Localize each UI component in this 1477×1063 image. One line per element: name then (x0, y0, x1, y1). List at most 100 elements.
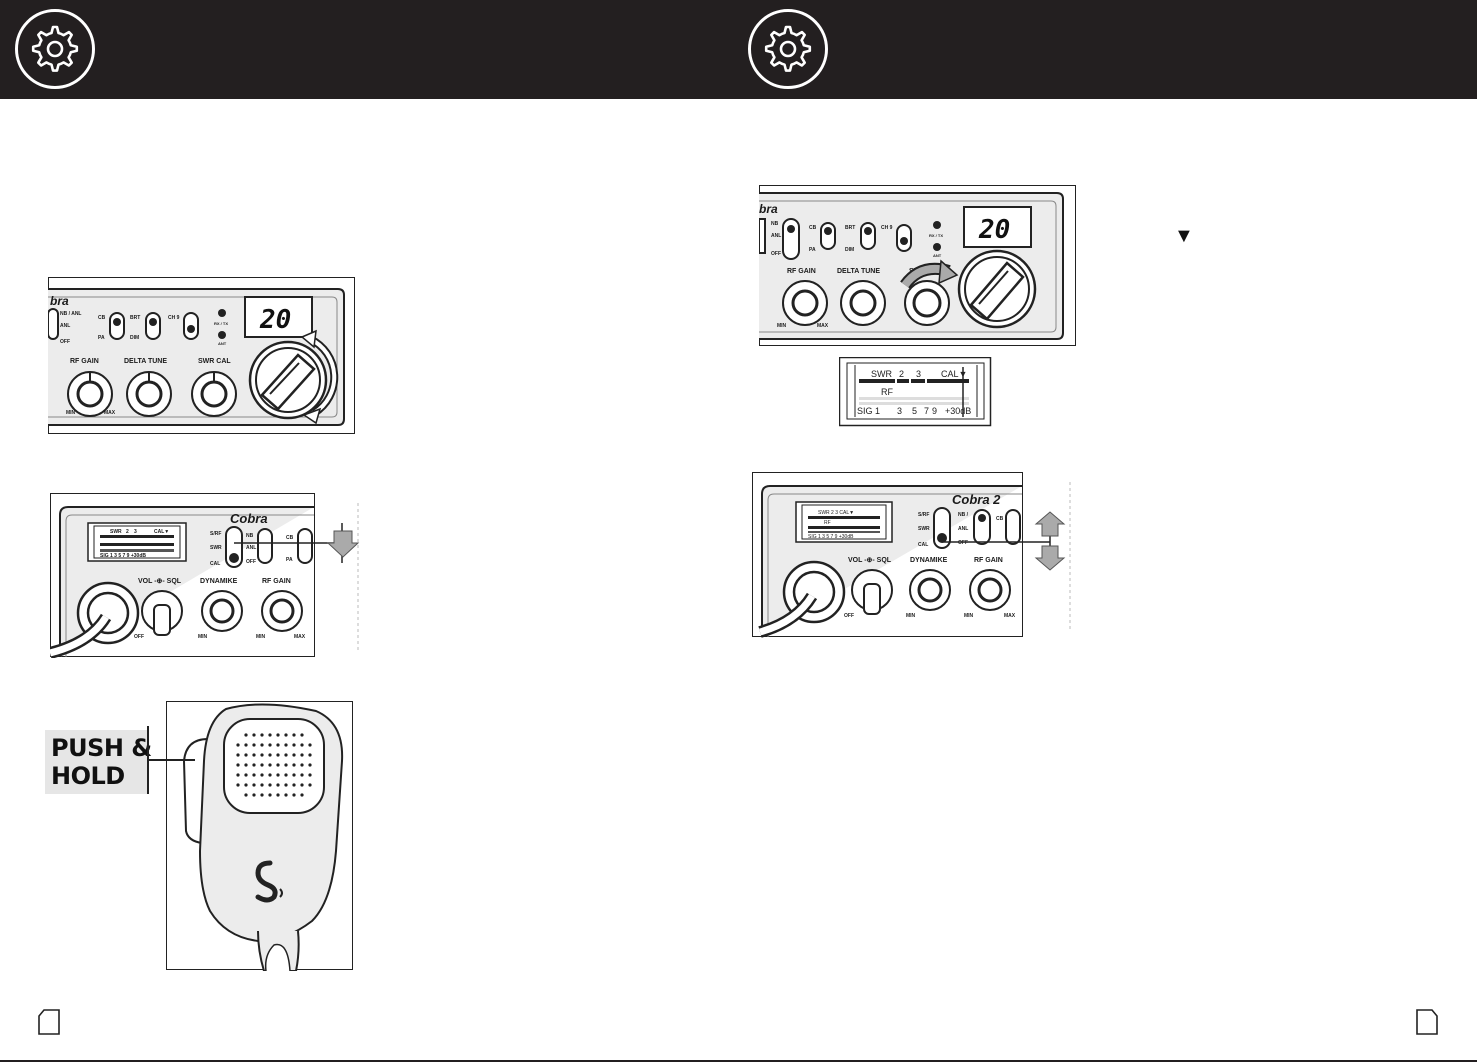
label-rf-gain-2: RF GAIN (262, 578, 291, 585)
rf-gain-knob-2[interactable] (261, 590, 303, 632)
brand-logo: Cobra (230, 511, 268, 526)
svg-text:MIN: MIN (964, 613, 974, 619)
svg-text:RF: RF (824, 520, 831, 526)
svg-text:ANT: ANT (933, 253, 942, 258)
meter-label-sig3: 3 (897, 406, 902, 416)
svg-text:NB /: NB / (958, 512, 969, 518)
header-bar-right (738, 0, 1477, 99)
meter-label-sig9: 9 (932, 406, 937, 416)
rf-gain-knob[interactable] (67, 371, 113, 417)
svg-text:OFF: OFF (844, 613, 854, 619)
header-bar-left (0, 0, 738, 99)
svg-text:MIN: MIN (906, 613, 916, 619)
svg-text:Cobra 2: Cobra 2 (952, 492, 1001, 507)
svg-text:VOL -⊕- SQL: VOL -⊕- SQL (848, 557, 892, 564)
svg-text:MIN: MIN (777, 323, 787, 329)
label-max: MAX (104, 410, 116, 416)
svg-text:OFF: OFF (246, 559, 256, 565)
svg-text:OFF: OFF (134, 634, 144, 640)
meter-label-2: 2 (899, 369, 904, 379)
swr-cal-knob[interactable] (191, 371, 237, 417)
vol-sql-knob[interactable] (141, 590, 183, 636)
svg-text:CAL: CAL (918, 542, 928, 548)
meter-label-rf: RF (881, 387, 893, 397)
label-anl: ANL (60, 323, 70, 329)
swr-cal-knob-2[interactable] (904, 280, 950, 326)
dynamike-knob[interactable] (201, 590, 243, 632)
label-vol-sql: VOL -⊕- SQL (138, 578, 182, 585)
svg-text:SWR 2 3 CAL▼: SWR 2 3 CAL▼ (818, 510, 854, 516)
label-s-rf: S/RF (210, 531, 221, 537)
gear-icon-graphic (764, 25, 812, 72)
svg-text:CH 9: CH 9 (881, 225, 893, 231)
triangle-marker: ▼ (1174, 225, 1194, 247)
svg-text:CAL▼: CAL▼ (154, 529, 169, 535)
push-hold-callout: PUSH & HOLD (45, 730, 152, 794)
down-arrow-icon[interactable] (326, 530, 360, 558)
figure-swr-cal-knob: bra NB ANL OFF CB PA BRT DIM CH 9 RX / T… (759, 185, 1077, 347)
svg-text:DIM: DIM (845, 247, 854, 253)
channel-display: 20 (259, 305, 291, 335)
svg-text:ANL: ANL (958, 526, 968, 532)
gear-icon (15, 9, 95, 89)
bottom-rule (0, 1060, 1477, 1062)
meter-label-sig5: 5 (912, 406, 917, 416)
label-rf-gain: RF GAIN (70, 358, 99, 365)
svg-text:CB: CB (286, 535, 294, 541)
figure-microphone (166, 701, 354, 971)
svg-text:bra: bra (759, 202, 778, 216)
delta-tune-knob[interactable] (126, 371, 172, 417)
label-dynamike: DYNAMIKE (200, 578, 238, 585)
svg-text:NB: NB (771, 221, 779, 227)
label-cal: CAL (210, 561, 220, 567)
svg-text:PA: PA (286, 557, 293, 563)
down-arrow-icon-2[interactable] (1034, 545, 1066, 571)
label-off: OFF (60, 339, 70, 345)
channel-selector-knob-2[interactable] (957, 249, 1037, 329)
svg-text:ANL: ANL (246, 545, 256, 551)
brand-partial: bra (50, 294, 69, 308)
callout-leader-line (149, 759, 195, 761)
figure-meter-switch: SWR 2 3 CAL▼ SIG 1 3 5 7 9 +30dB S/RF SW… (50, 493, 362, 658)
page-icon-left (38, 1009, 60, 1040)
rotate-arrow-icon (300, 329, 339, 425)
gear-icon-graphic (31, 25, 79, 72)
svg-text:RF GAIN: RF GAIN (974, 557, 1003, 564)
figure-channel-knob: bra NB / ANL ANL OFF CB PA BRT DIM CH 9 … (48, 277, 356, 435)
svg-text:CB: CB (996, 516, 1004, 522)
meter-label-sig7: 7 (924, 406, 929, 416)
label-rxtx: RX / TX (214, 321, 228, 326)
svg-text:RX / TX: RX / TX (929, 233, 943, 238)
channel-selector-knob[interactable] (248, 340, 328, 420)
label-swr: SWR (210, 545, 222, 551)
label-pa: PA (98, 335, 105, 341)
push-hold-line-2: HOLD (51, 762, 125, 790)
svg-text:MAX: MAX (294, 634, 306, 640)
push-hold-line-1: PUSH & (51, 734, 152, 762)
label-brt: BRT (130, 315, 140, 321)
svg-text:MAX: MAX (1004, 613, 1016, 619)
svg-text:3: 3 (134, 529, 137, 535)
label-cb: CB (98, 315, 106, 321)
svg-text:OFF: OFF (771, 251, 781, 257)
cobra-logo-icon (255, 860, 283, 903)
svg-text:OFF: OFF (958, 540, 968, 546)
meter-label-30db: +30dB (945, 406, 971, 416)
meter-label-3: 3 (916, 369, 921, 379)
svg-text:CB: CB (809, 225, 817, 231)
svg-text:MIN: MIN (198, 634, 208, 640)
svg-text:DELTA TUNE: DELTA TUNE (837, 268, 880, 275)
label-min: MIN (66, 410, 76, 416)
label-swr-cal: SWR CAL (198, 358, 231, 365)
svg-text:RF GAIN: RF GAIN (787, 268, 816, 275)
label-dim: DIM (130, 335, 139, 341)
label-ant: ANT (218, 341, 227, 346)
svg-text:BRT: BRT (845, 225, 855, 231)
figure-meter-display: SWR 2 3 CAL▼ RF SIG 1 3 5 7 9 +30dB (839, 357, 992, 427)
svg-text:PA: PA (809, 247, 816, 253)
channel-display-2: 20 (978, 215, 1010, 245)
svg-text:S/RF: S/RF (918, 512, 929, 518)
up-arrow-icon[interactable] (1034, 511, 1066, 537)
svg-text:DYNAMIKE: DYNAMIKE (910, 557, 948, 564)
svg-text:NB: NB (246, 533, 254, 539)
